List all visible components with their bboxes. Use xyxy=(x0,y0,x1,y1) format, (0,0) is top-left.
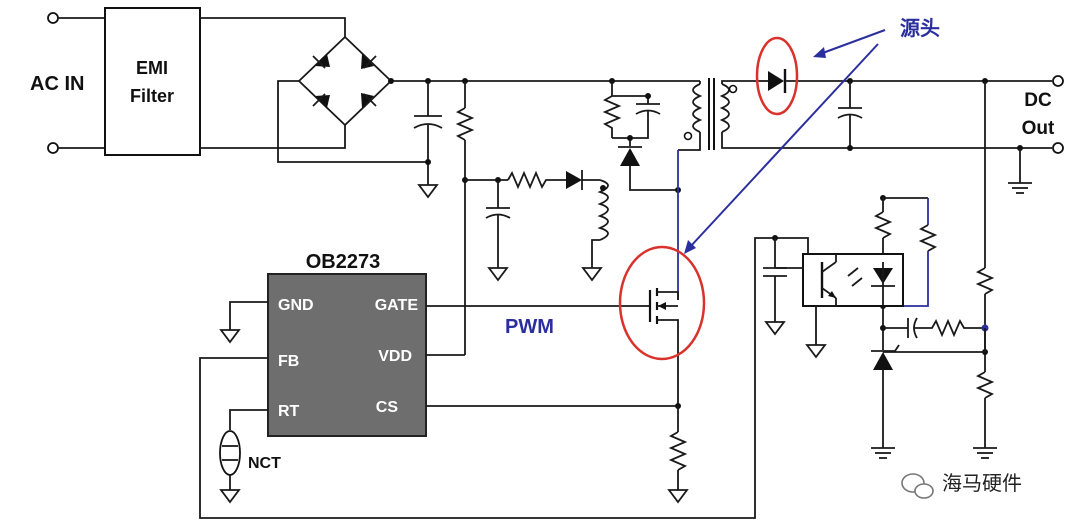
mosfet-highlight-circle xyxy=(618,245,706,361)
startup-resistor xyxy=(455,78,475,355)
ntc-label: NCT xyxy=(248,455,281,472)
pin-fb-label: FB xyxy=(278,353,299,370)
output-rectifier: DC Out xyxy=(760,69,1064,194)
rcd-snubber xyxy=(602,78,681,193)
emi-label-line2: Filter xyxy=(130,86,174,106)
pin-gate-label: GATE xyxy=(375,297,419,314)
diode-highlight-circle xyxy=(755,36,799,116)
emi-filter-box xyxy=(104,7,201,156)
pin-gnd-label: GND xyxy=(278,297,314,314)
ac-input-section: AC IN EMI Filter xyxy=(30,7,346,156)
brand-watermark: 海马硬件 xyxy=(901,471,1022,499)
annotations: 源头 PWM xyxy=(505,16,940,361)
controller-ic: OB2273 GND FB RT GATE VDD CS xyxy=(219,251,678,437)
dc-out-label-line2: Out xyxy=(1022,118,1055,139)
ic-name: OB2273 xyxy=(306,251,381,273)
wechat-icon xyxy=(901,473,934,499)
ntc-thermistor: NCT xyxy=(219,430,281,504)
flyback-transformer xyxy=(677,78,1020,300)
pwm-label: PWM xyxy=(505,316,554,338)
pin-cs-label: CS xyxy=(376,399,399,416)
optocoupler xyxy=(199,235,904,519)
aux-supply xyxy=(465,170,609,282)
bulk-capacitor xyxy=(413,78,443,199)
ac-in-label: AC IN xyxy=(30,73,84,95)
bridge-rectifier xyxy=(277,35,700,163)
emi-label-line1: EMI xyxy=(136,58,168,78)
dc-out-label-line1: DC xyxy=(1024,90,1052,111)
pin-rt-label: RT xyxy=(278,403,300,420)
mosfet-switch xyxy=(640,288,689,504)
source-annotation: 源头 xyxy=(900,16,940,40)
brand-name: 海马硬件 xyxy=(942,471,1022,495)
ic-body xyxy=(267,273,427,437)
pin-vdd-label: VDD xyxy=(378,348,412,365)
